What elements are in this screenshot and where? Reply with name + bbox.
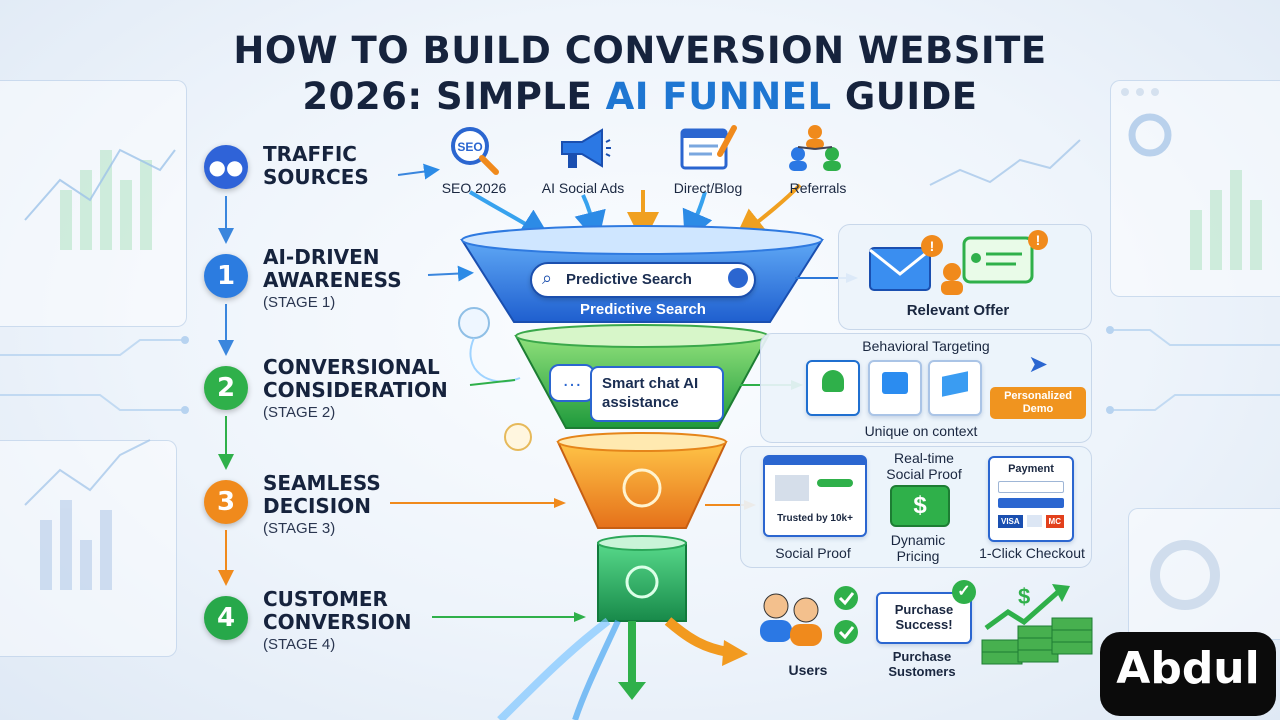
targeting-card-tag	[806, 360, 860, 416]
payment-title: Payment	[1008, 463, 1054, 475]
trusted-by-text: Trusted by 10k+	[777, 513, 853, 524]
title-line-1: HOW TO BUILD CONVERSION WEBSITE	[233, 29, 1047, 72]
offer-chat-icon: !	[941, 230, 1048, 295]
stage-4-sub: (STAGE 4)	[263, 636, 336, 653]
personalized-demo-button[interactable]: Personalized Demo	[990, 387, 1086, 419]
card-brands: VISA MC	[998, 515, 1064, 528]
page-title: HOW TO BUILD CONVERSION WEBSITE 2026: SI…	[0, 28, 1280, 120]
megaphone-icon	[561, 128, 611, 168]
svg-text:SEO: SEO	[457, 140, 482, 154]
traffic-source-seo-label: SEO 2026	[441, 180, 507, 196]
user-avatar-icon	[728, 268, 748, 288]
dollar-tag-icon: $	[890, 485, 950, 527]
tag-icon	[822, 370, 844, 392]
payment-field	[998, 481, 1064, 493]
browser-pencil-icon	[680, 125, 737, 170]
traffic-source-ads-label: AI Social Ads	[541, 180, 625, 196]
success-check-icon: ✓	[952, 580, 976, 604]
title-highlight: AI FUNNEL	[605, 75, 832, 118]
purchase-success-text: Purchase Success!	[894, 602, 954, 632]
social-proof-thumbnail	[775, 475, 809, 501]
seo-magnifier-icon: SEO	[451, 127, 499, 175]
social-proof-card: Trusted by 10k+	[763, 455, 867, 537]
stage-4-badge: 4	[204, 596, 248, 640]
social-proof-caption: Social Proof	[775, 545, 851, 561]
envelope-icon: !	[869, 235, 943, 291]
targeting-card-box	[928, 360, 982, 416]
svg-text:!: !	[930, 238, 935, 254]
predictive-search-bar[interactable]: ⌕ Predictive Search	[530, 262, 756, 298]
smart-chat-card: Smart chat AI assistance	[590, 366, 724, 422]
traffic-sources-label: TRAFFIC SOURCES	[263, 142, 369, 189]
chat-bubble-icon: …	[549, 364, 595, 402]
svg-text:!: !	[1036, 232, 1041, 248]
title-line-2: 2026: SIMPLE AI FUNNEL GUIDE	[0, 74, 1280, 120]
realtime-social-proof-caption: Real-time Social Proof	[886, 450, 962, 482]
behavioral-targeting-caption: Behavioral Targeting	[862, 338, 990, 354]
dynamic-pricing-caption: Dynamic Pricing	[890, 532, 946, 564]
unique-on-context-caption: Unique on context	[864, 423, 978, 439]
stage-2-badge: 2	[204, 366, 248, 410]
card-icon	[1026, 515, 1042, 527]
svg-text:$: $	[1018, 584, 1030, 609]
stage-connector-arrows	[218, 196, 234, 586]
traffic-users-icon: ●●	[204, 145, 248, 189]
stage-3-name: SEAMLESS DECISION	[263, 471, 381, 518]
stage-2-sub: (STAGE 2)	[263, 404, 336, 421]
mastercard-icon: MC	[1045, 515, 1064, 528]
social-proof-bar	[817, 479, 853, 487]
payment-card: Payment VISA MC	[988, 456, 1074, 542]
social-proof-card-header	[765, 457, 865, 465]
stage-1-sub: (STAGE 1)	[263, 294, 336, 311]
referral-network-icon	[789, 125, 841, 171]
stage-1-name: AI-DRIVEN AWARENESS	[263, 245, 402, 292]
users-caption: Users	[788, 662, 828, 678]
users-icon	[760, 586, 858, 646]
abdul-logo: Abdul	[1100, 632, 1276, 716]
purchase-customers-caption: Purchase Sustomers	[888, 649, 956, 679]
cursor-icon: ➤	[1028, 351, 1049, 378]
pay-button[interactable]	[998, 498, 1064, 508]
one-click-checkout-caption: 1-Click Checkout	[979, 545, 1085, 561]
stage-3-sub: (STAGE 3)	[263, 520, 336, 537]
stage-1-badge: 1	[204, 254, 248, 298]
money-stack-icon: $	[981, 584, 1093, 665]
traffic-source-direct-label: Direct/Blog	[673, 180, 743, 196]
title-line-2-prefix: 2026: SIMPLE	[302, 75, 606, 118]
stage-4-name: CUSTOMER CONVERSION	[263, 587, 412, 634]
stage-2-name: CONVERSIONAL CONSIDERATION	[263, 355, 448, 402]
shirt-icon	[882, 372, 908, 394]
title-line-2-suffix: GUIDE	[831, 75, 978, 118]
predictive-search-placeholder: Predictive Search	[566, 271, 692, 288]
stage-3-badge: 3	[204, 480, 248, 524]
search-icon: ⌕	[542, 268, 553, 288]
predictive-search-caption: Predictive Search	[580, 301, 706, 318]
traffic-source-referrals-label: Referrals	[789, 180, 847, 196]
relevant-offer-caption: Relevant Offer	[906, 302, 1010, 319]
targeting-card-shirt	[868, 360, 922, 416]
background-dashboard-left-top	[0, 80, 187, 327]
visa-card-icon: VISA	[998, 515, 1023, 528]
smart-chat-text: Smart chat AI assistance	[602, 375, 699, 411]
box-icon	[942, 371, 968, 397]
